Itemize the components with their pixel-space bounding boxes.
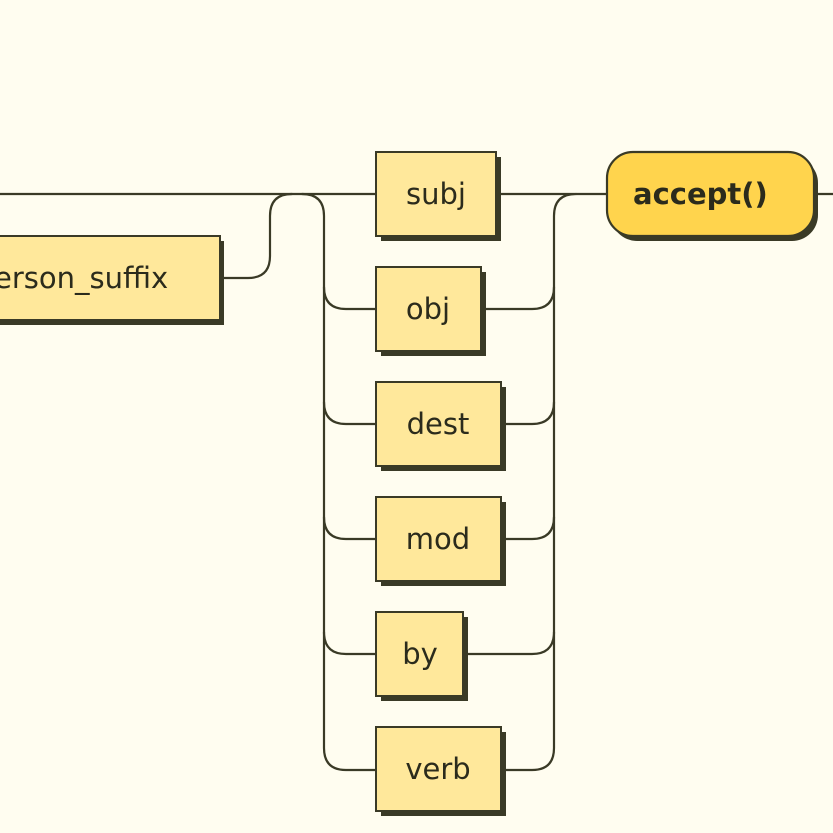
choice-label-by: by <box>402 637 438 671</box>
choice-node-mod: mod <box>375 496 506 586</box>
terminal-label: accept() <box>633 177 768 211</box>
choice-label-subj: subj <box>406 177 466 211</box>
choice-left-rail <box>300 192 378 772</box>
choice-label-verb: verb <box>405 752 470 786</box>
person-suffix-label: erson_suffix <box>0 261 168 295</box>
terminal-node-accept: accept() <box>605 150 818 241</box>
choice-label-mod: mod <box>406 522 470 556</box>
choice-right-rail <box>494 192 578 772</box>
choice-node-obj: obj <box>375 266 486 356</box>
suffix-join-line <box>218 192 294 280</box>
choice-node-by: by <box>375 611 468 701</box>
choice-node-verb: verb <box>375 726 506 816</box>
choice-label-dest: dest <box>407 407 470 441</box>
choice-label-obj: obj <box>406 292 450 326</box>
person-suffix-node: erson_suffix <box>0 235 224 325</box>
choice-node-dest: dest <box>375 381 506 471</box>
choice-node-subj: subj <box>375 151 501 241</box>
diagram-wires <box>0 192 833 772</box>
